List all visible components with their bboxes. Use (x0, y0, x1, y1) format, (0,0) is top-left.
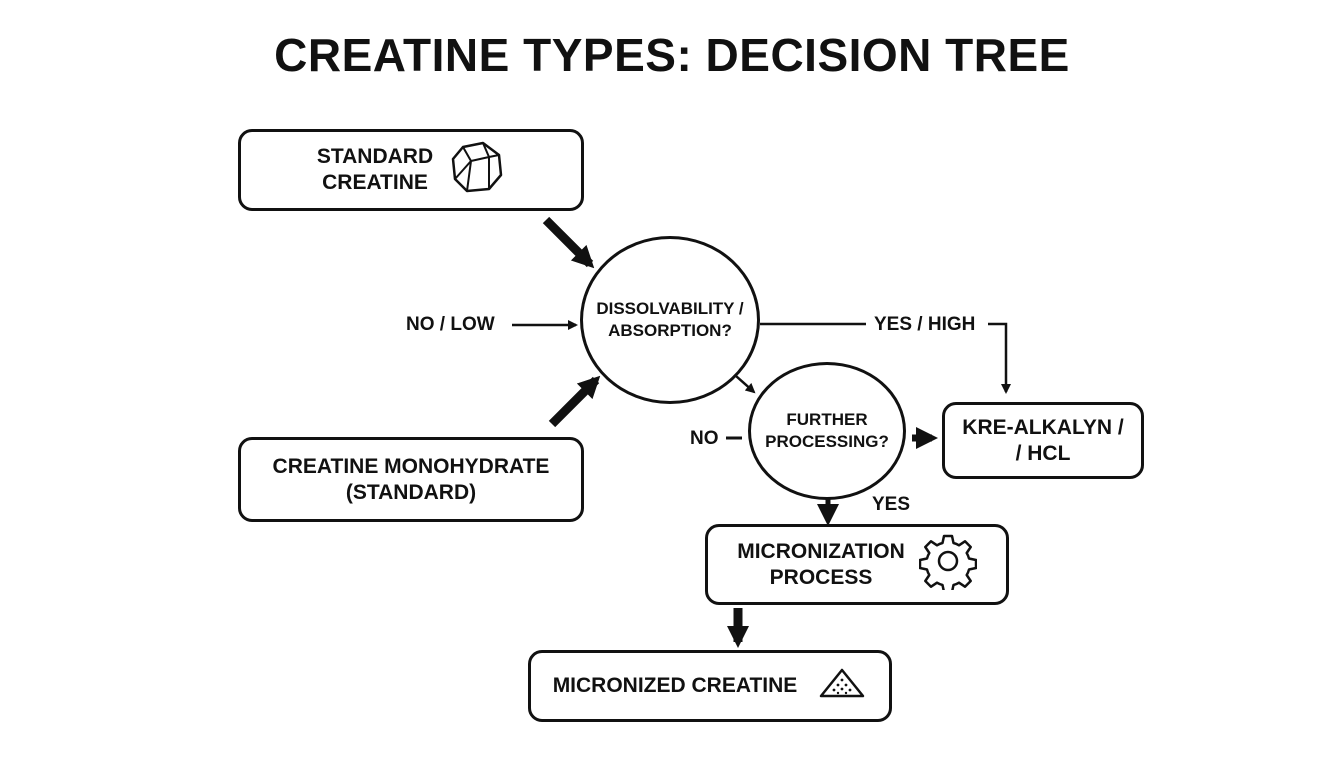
node-micronization-line2: PROCESS (769, 565, 873, 589)
arrow-monohydrate-to-dissolvability (548, 375, 601, 428)
node-monohydrate-line2: (STANDARD) (345, 480, 477, 504)
node-dissolvability-line1: DISSOLVABILITY / (596, 299, 744, 318)
diagram-title: CREATINE TYPES: DECISION TREE (274, 29, 1070, 81)
node-standard-creatine: STANDARD CREATINE (238, 129, 584, 211)
node-monohydrate-line1: CREATINE MONOHYDRATE (272, 454, 550, 478)
node-micronization-line1: MICRONIZATION (737, 539, 905, 563)
node-dissolvability-line2: ABSORPTION? (608, 321, 732, 340)
powder-pile-icon (817, 666, 867, 707)
node-kre-line1: KRE-ALKALYN / (962, 415, 1124, 439)
crystal-rock-icon (449, 141, 505, 200)
node-kre-line2: / HCL (1015, 441, 1071, 465)
arrow-yes-high-to-kre (988, 322, 1011, 394)
node-micronized-label: MICRONIZED CREATINE (552, 674, 798, 697)
node-processing-line2: PROCESSING? (765, 432, 889, 451)
node-standard-creatine-line2: CREATINE (322, 171, 428, 194)
edge-label-yes-high: YES / HIGH (874, 314, 976, 335)
node-kre-alkalyn: KRE-ALKALYN / / HCL (942, 402, 1144, 479)
edge-label-no-low: NO / LOW (406, 314, 495, 335)
node-standard-creatine-line1: STANDARD (316, 145, 434, 168)
gear-icon (918, 532, 978, 597)
node-further-processing: FURTHER PROCESSING? (748, 362, 906, 500)
edge-label-no: NO (690, 428, 719, 449)
arrow-standard-to-dissolvability (542, 216, 595, 269)
node-creatine-monohydrate: CREATINE MONOHYDRATE (STANDARD) (238, 437, 584, 522)
node-micronization-process: MICRONIZATION PROCESS (705, 524, 1009, 605)
arrow-dissolvability-to-processing (735, 375, 756, 394)
node-dissolvability: DISSOLVABILITY / ABSORPTION? (580, 236, 760, 404)
edge-label-yes: YES (872, 494, 911, 515)
node-processing-line1: FURTHER (786, 410, 868, 429)
node-micronized-creatine: MICRONIZED CREATINE (528, 650, 892, 722)
